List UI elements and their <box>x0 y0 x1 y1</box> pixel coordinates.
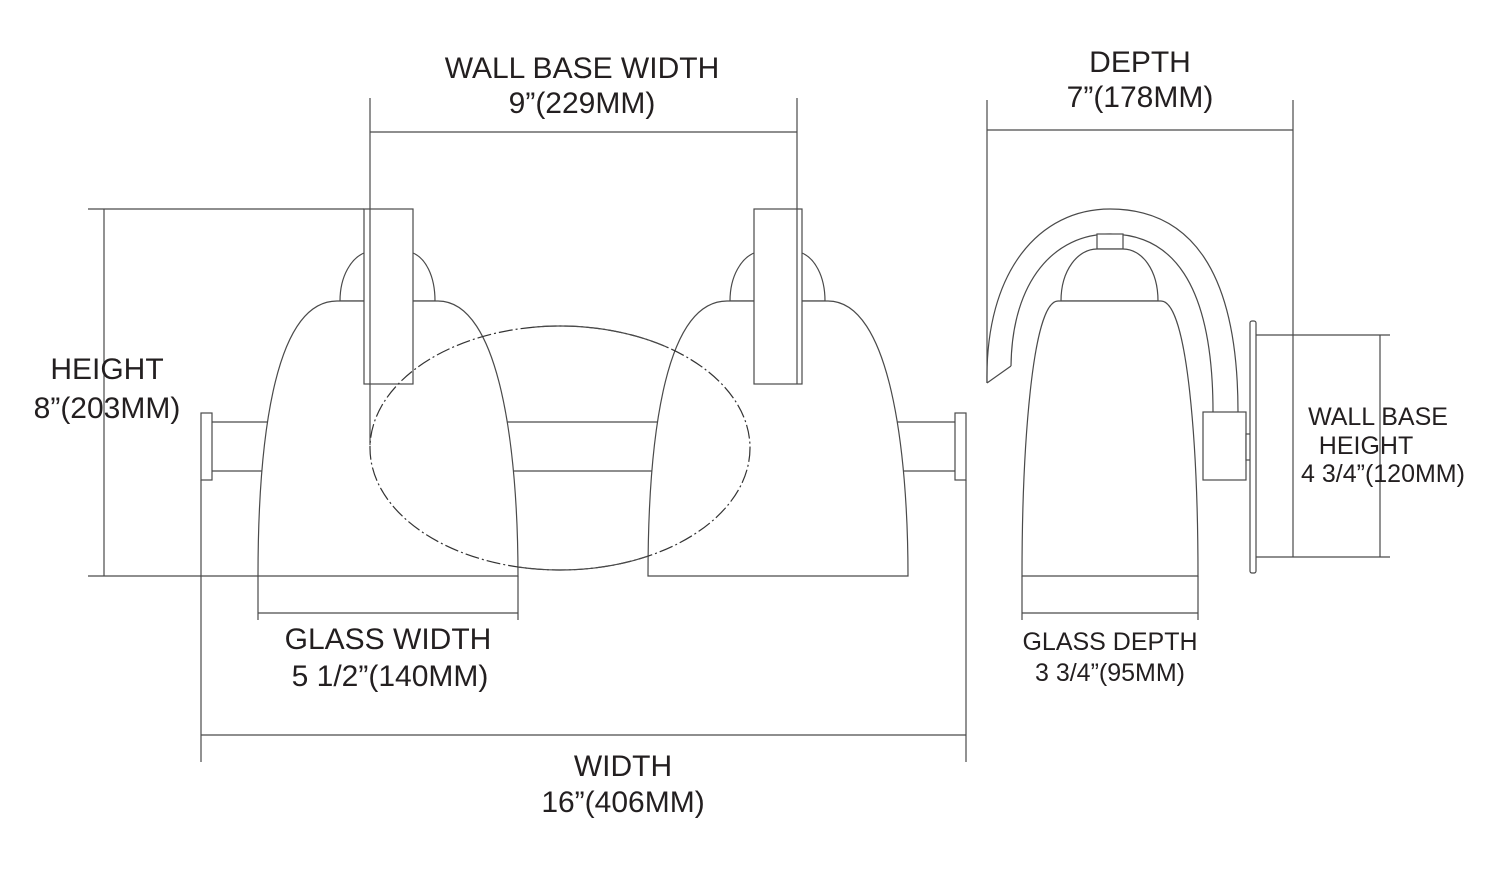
right-end-cap <box>954 412 967 481</box>
wall-base-width-label: WALL BASE WIDTH <box>445 52 719 85</box>
left-end-cap <box>200 412 213 481</box>
right-lamp <box>647 208 909 577</box>
wall-base-height-dimension <box>1256 334 1390 558</box>
glass-depth-dimension <box>1021 576 1199 620</box>
wall-base-height-value: 4 3/4”(120MM) <box>1301 460 1465 488</box>
right-backplate <box>753 208 803 385</box>
left-glass-shade <box>257 300 519 577</box>
glass-width-label: GLASS WIDTH <box>285 623 492 656</box>
glass-depth-value: 3 3/4”(95MM) <box>1035 659 1185 687</box>
depth-value: 7”(178MM) <box>1067 81 1214 114</box>
wall-plate <box>1249 320 1257 574</box>
width-value: 16”(406MM) <box>541 786 704 819</box>
depth-label: DEPTH <box>1089 46 1191 79</box>
socket <box>1096 233 1124 250</box>
wall-base-width-value: 9”(229MM) <box>509 87 656 120</box>
height-value: 8”(203MM) <box>34 392 181 425</box>
wall-base-height-label-1: WALL BASE <box>1308 403 1448 431</box>
right-glass-shade <box>647 300 909 577</box>
width-dimension <box>200 480 967 762</box>
height-label: HEIGHT <box>50 353 163 386</box>
depth-dimension <box>986 100 1294 557</box>
glass-depth-label: GLASS DEPTH <box>1022 628 1197 656</box>
wall-base-height-label-2: HEIGHT <box>1319 432 1413 460</box>
glass-width-value: 5 1/2”(140MM) <box>292 660 489 693</box>
ellipse-glass-visible <box>517 325 690 571</box>
left-lamp <box>257 208 519 577</box>
left-backplate <box>363 208 414 385</box>
width-label: WIDTH <box>574 750 672 783</box>
side-neck <box>1060 248 1159 302</box>
height-dimension <box>88 208 364 577</box>
arm-outer <box>986 208 1239 413</box>
side-glass-shade <box>1021 300 1199 577</box>
glass-width-dimension <box>257 576 519 620</box>
front-view: WALL BASE WIDTH 9”(229MM) HEIGHT 8”(203M… <box>34 52 967 819</box>
side-view: DEPTH 7”(178MM) WALL BASE HEIGHT 4 3/4”(… <box>986 46 1465 687</box>
arm-mount-box <box>1202 411 1247 481</box>
